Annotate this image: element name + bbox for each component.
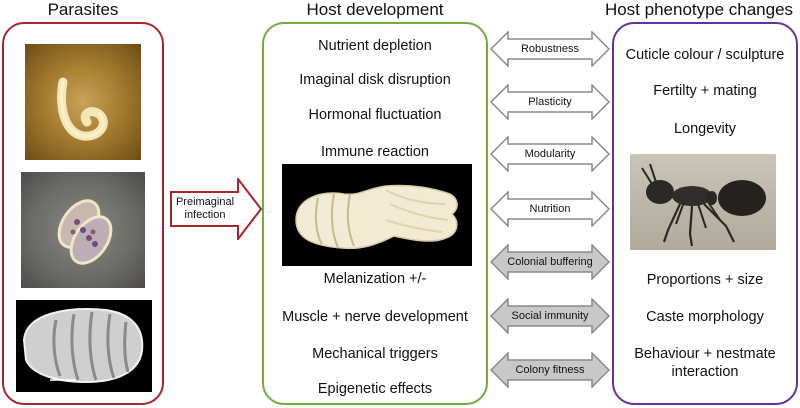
host-phenotype-panel: Cuticle colour / sculpture Fertilty + ma… bbox=[612, 22, 798, 405]
connector-plasticity-arrow: Plasticity bbox=[490, 84, 610, 120]
parasite-eggs-image bbox=[21, 172, 145, 288]
phenotype-item: Cuticle colour / sculpture bbox=[625, 47, 785, 63]
connector-label: Colony fitness bbox=[515, 364, 585, 376]
connector-label: Colonial buffering bbox=[507, 256, 593, 268]
host-dev-item: Hormonal fluctuation bbox=[308, 107, 442, 123]
larva-ct-image bbox=[16, 300, 152, 392]
phenotype-item: Proportions + size bbox=[646, 272, 764, 288]
host-dev-item: Muscle + nerve development bbox=[282, 309, 468, 325]
host-dev-item: Imaginal disk disruption bbox=[299, 72, 451, 88]
phenotype-item: Fertilty + mating bbox=[653, 83, 757, 99]
connector-label: Robustness bbox=[520, 43, 580, 55]
parasites-panel bbox=[2, 22, 164, 405]
host-dev-item: Melanization +/- bbox=[323, 271, 427, 287]
connector-colony-fitness-arrow: Colony fitness bbox=[490, 352, 610, 388]
connector-nutrition-arrow: Nutrition bbox=[490, 191, 610, 227]
connector-social-immunity-arrow: Social immunity bbox=[490, 298, 610, 334]
ant-image bbox=[630, 154, 776, 250]
host-dev-item: Nutrient depletion bbox=[318, 38, 432, 54]
connector-label: Social immunity bbox=[511, 310, 589, 322]
phenotype-last-line2: interaction bbox=[671, 364, 739, 380]
host-dev-item: Mechanical triggers bbox=[312, 346, 438, 362]
phenotype-item: Behaviour + nestmate interaction bbox=[614, 345, 796, 381]
pupa-image bbox=[282, 164, 472, 266]
phenotype-last-line1: Behaviour + nestmate bbox=[634, 346, 776, 362]
connector-label: Modularity bbox=[524, 148, 576, 160]
preimaginal-infection-arrow: Preimaginal infection bbox=[170, 178, 262, 240]
host-development-panel: Nutrient depletion Imaginal disk disrupt… bbox=[262, 22, 488, 405]
header-host-development: Host development bbox=[306, 0, 444, 19]
host-dev-item: Immune reaction bbox=[321, 144, 429, 160]
phenotype-item: Longevity bbox=[673, 121, 737, 137]
infection-label-line1: Preimaginal bbox=[175, 196, 235, 208]
header-parasites: Parasites bbox=[47, 0, 119, 19]
header-host-phenotype: Host phenotype changes bbox=[604, 0, 794, 19]
infection-label-line2: infection bbox=[184, 209, 226, 221]
connector-robustness-arrow: Robustness bbox=[490, 31, 610, 67]
connector-label: Plasticity bbox=[528, 96, 572, 108]
nematode-image bbox=[25, 44, 141, 160]
connector-label: Nutrition bbox=[529, 203, 571, 215]
phenotype-item: Caste morphology bbox=[646, 309, 764, 325]
host-dev-item: Epigenetic effects bbox=[317, 381, 433, 397]
connector-modularity-arrow: Modularity bbox=[490, 136, 610, 172]
connector-colonial-buffering-arrow: Colonial buffering bbox=[490, 244, 610, 280]
